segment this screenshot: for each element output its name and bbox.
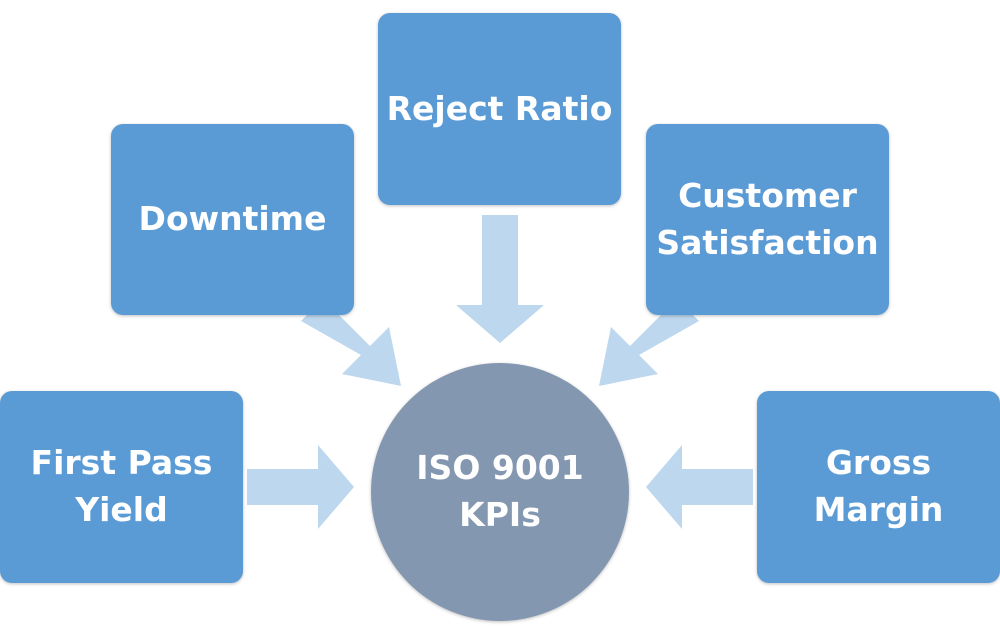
arrow-first-pass-yield — [247, 445, 354, 529]
node-reject-ratio: Reject Ratio — [378, 13, 621, 205]
arrow-gross-margin — [646, 445, 753, 529]
node-customer-satisfaction: Customer Satisfaction — [646, 124, 889, 315]
arrow-downtime — [301, 299, 401, 386]
node-downtime: Downtime — [111, 124, 354, 315]
node-gross-margin: Gross Margin — [757, 391, 1000, 583]
arrow-customer-satisfaction — [599, 299, 699, 386]
center-node-iso-kpis: ISO 9001 KPIs — [371, 363, 629, 621]
arrow-reject-ratio — [456, 215, 544, 343]
node-first-pass-yield: First Pass Yield — [0, 391, 243, 583]
